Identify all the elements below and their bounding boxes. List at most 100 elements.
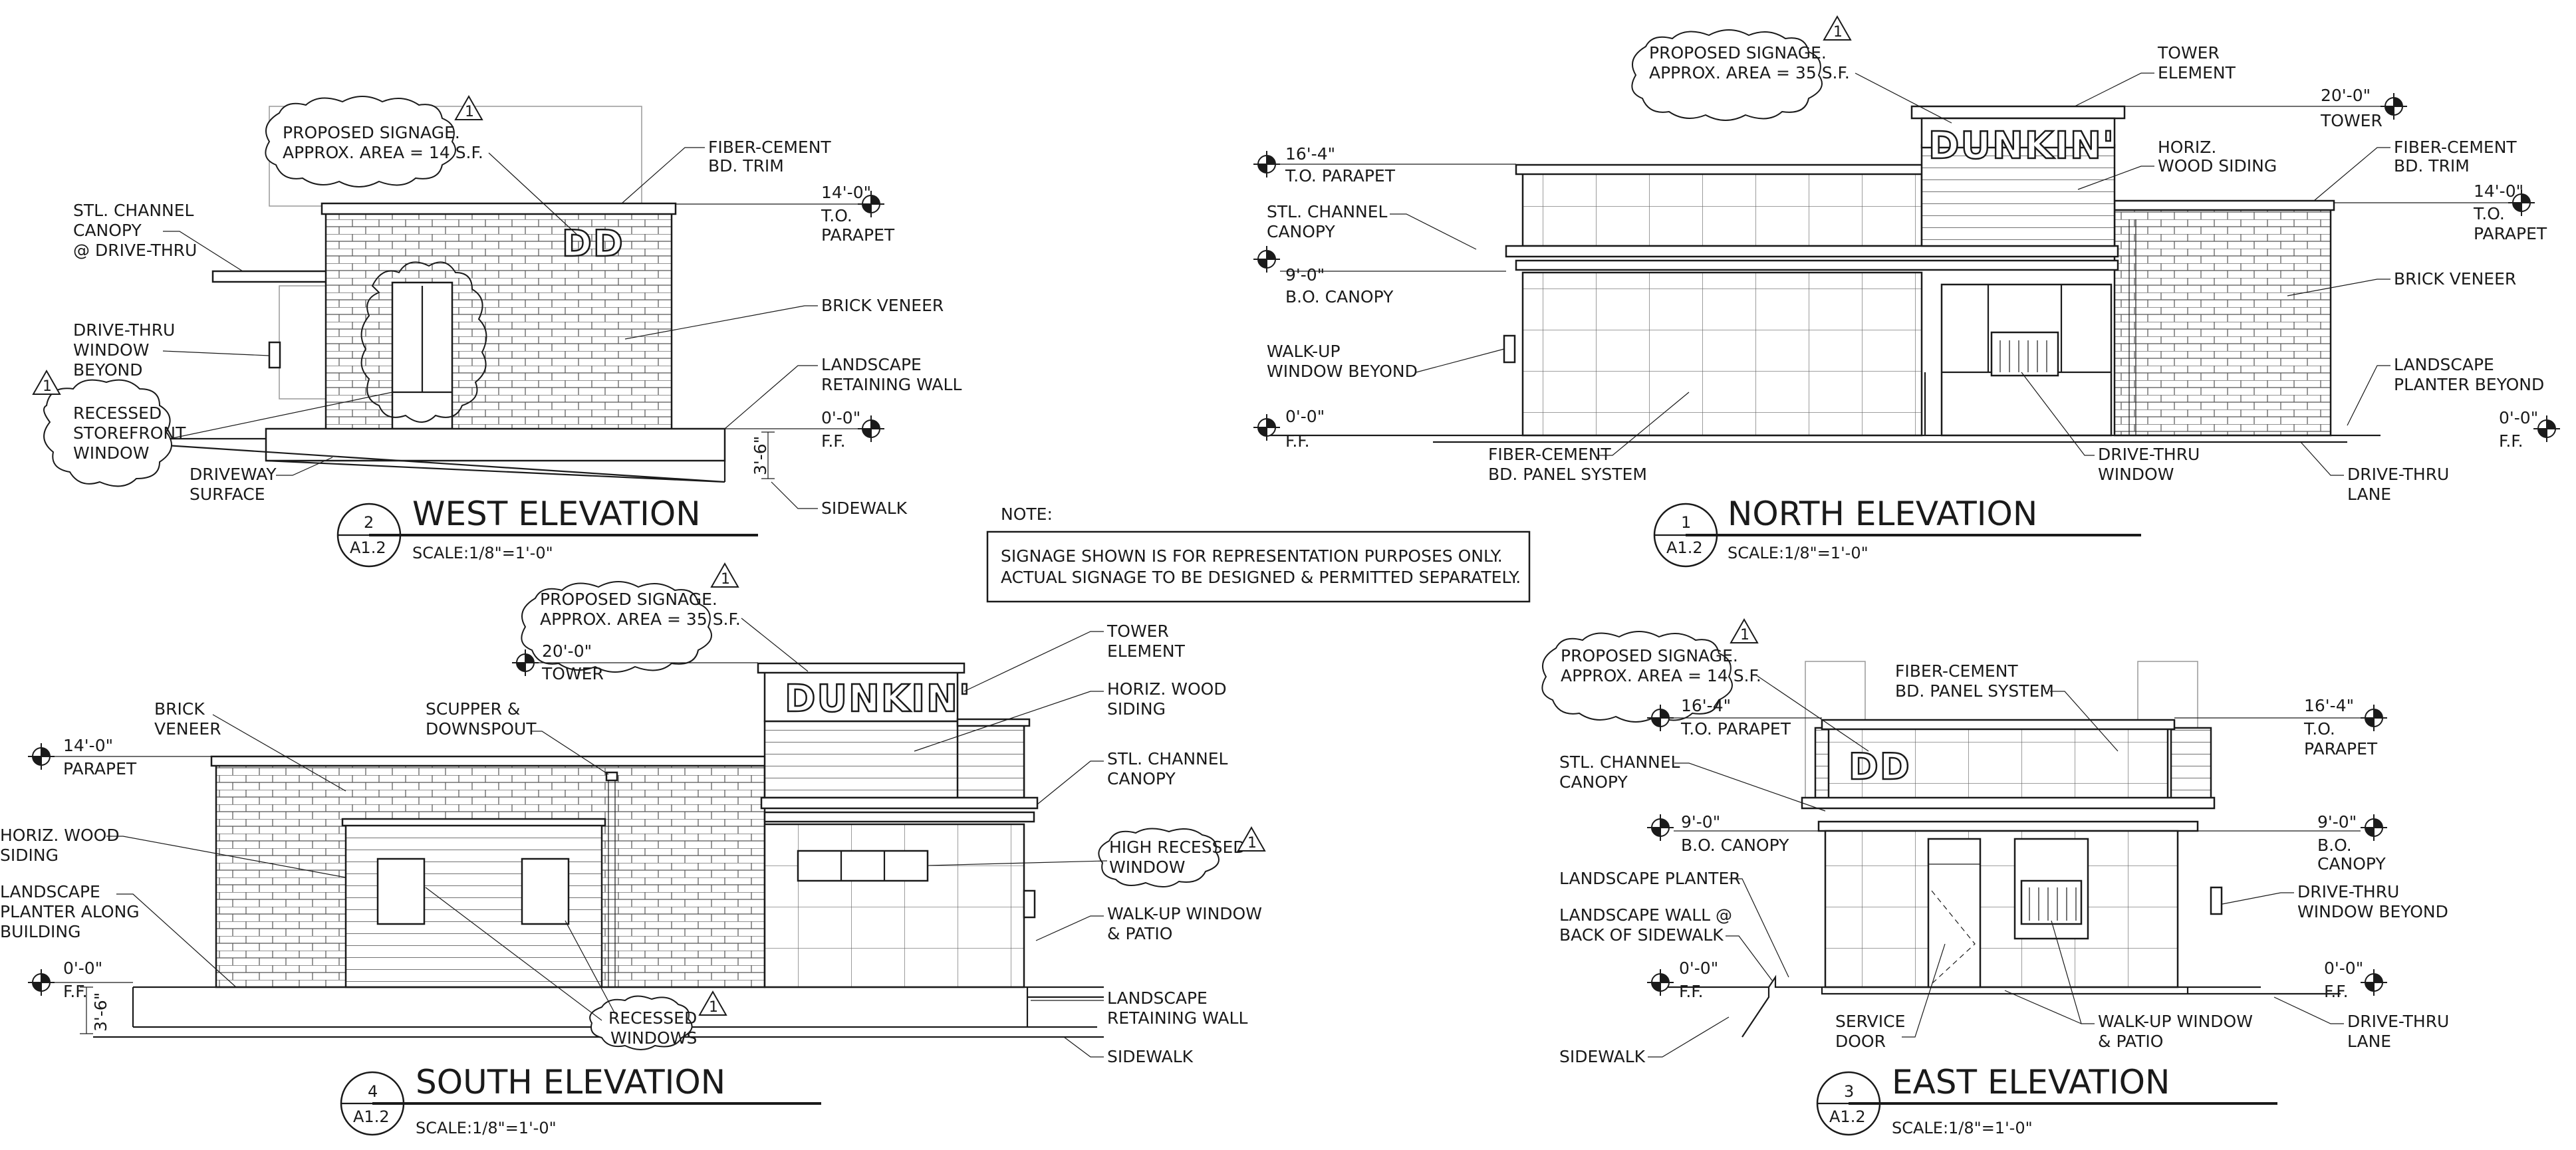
south-parapet-cap — [210, 755, 770, 767]
east-landscape-wall-label-1: LANDSCAPE WALL @ — [1559, 905, 1732, 925]
west-storefront-label-1: RECESSED — [73, 403, 162, 423]
east-elevation: DD PROPOSED SIGNAGE. APPROX. AREA = 14 S… — [1541, 618, 2449, 1137]
south-left-siding-label-1: HORIZ. WOOD — [0, 826, 120, 845]
north-canopy-label-1: STL. CHANNEL — [1267, 202, 1388, 221]
south-scupper-leader — [532, 731, 609, 775]
east-drive-thru-leader — [2222, 892, 2294, 905]
south-left-siding-leader — [106, 836, 346, 878]
south-recessed-windows-revision-triangle — [698, 990, 727, 1016]
north-drive-thru-window-leader — [2021, 372, 2095, 456]
north-tower-label-2: ELEMENT — [2158, 63, 2236, 82]
south-siding-leader — [914, 691, 1104, 752]
south-brick-label-2: VENEER — [154, 719, 221, 739]
west-brick-leader — [624, 305, 818, 340]
east-canopy-label-2: CANOPY — [1559, 772, 1628, 792]
north-drive-thru-window-bars — [1999, 340, 2047, 372]
west-trim-label-2: BD. TRIM — [708, 156, 784, 175]
east-drive-thru-label-2: WINDOW BEYOND — [2297, 902, 2448, 921]
south-high-window-mullions — [840, 851, 886, 881]
east-lower-panel-wall — [1824, 830, 2179, 988]
south-panel-wall — [763, 823, 1025, 988]
west-retaining-wall-label-1: LANDSCAPE — [821, 355, 922, 374]
south-canopy-leader — [1037, 760, 1104, 805]
south-planter-leader — [116, 893, 237, 988]
west-trim-leader — [621, 147, 705, 204]
east-ff-2-dim: 0'-0" — [2324, 959, 2363, 978]
east-panel-leader — [2050, 691, 2119, 752]
south-revision-triangle — [710, 562, 739, 588]
east-landscape-wall-leader — [1726, 935, 1773, 981]
north-siding-leader — [2077, 166, 2154, 190]
north-brick-label: BRICK VENEER — [2394, 269, 2516, 288]
north-drive-thru-window-label-2: WINDOW — [2098, 465, 2174, 484]
west-drive-thru-window — [268, 341, 281, 369]
north-panel-label-1: FIBER-CEMENT — [1488, 445, 1611, 464]
east-parapet-level: T.O. PARAPET — [1680, 719, 1791, 739]
south-siding-label-1: HORIZ. WOOD — [1107, 679, 1227, 699]
south-signage-cloud — [521, 581, 712, 673]
south-left-siding-label-2: SIDING — [0, 846, 59, 865]
west-driveway-label-2: SURFACE — [190, 485, 265, 504]
note-line-2: ACTUAL SIGNAGE TO BE DESIGNED & PERMITTE… — [1001, 568, 1521, 587]
east-revision-triangle — [1730, 618, 1759, 643]
south-tower-sign-band — [763, 670, 959, 723]
south-signage-leader — [741, 618, 809, 672]
west-title-sheet: A1.2 — [350, 538, 386, 557]
west-retaining-wall-label-2: RETAINING WALL — [821, 375, 962, 394]
south-brick-leader — [212, 714, 346, 792]
east-walk-up-window — [2020, 879, 2083, 925]
south-tower-cap — [757, 662, 966, 674]
north-lane-leader — [2300, 441, 2344, 476]
west-signage-label-1: PROPOSED SIGNAGE. — [283, 123, 460, 142]
north-planter-leader — [2347, 365, 2390, 426]
south-curb-dimension-line — [80, 986, 93, 1034]
south-planter-label-3: BUILDING — [0, 922, 80, 941]
north-lane-label-2: LANE — [2347, 485, 2391, 504]
west-storefront-label-3: WINDOW — [73, 443, 149, 463]
south-retaining-wall-label-2: RETAINING WALL — [1107, 1008, 1247, 1028]
east-signage-cloud — [1541, 631, 1733, 723]
north-trim-label-1: FIBER-CEMENT — [2394, 138, 2517, 157]
north-signage-label-2: APPROX. AREA = 35 S.F. — [1649, 63, 1850, 82]
east-walk-up-window-bars — [2029, 887, 2077, 921]
east-bo-canopy-2-level-2: CANOPY — [2317, 854, 2386, 873]
east-walk-up-label-1: WALK-UP WINDOW — [2098, 1012, 2253, 1031]
south-canopy-label-1: STL. CHANNEL — [1107, 749, 1228, 768]
west-signage-cloud — [265, 96, 456, 187]
south-tower-label-1: TOWER — [1106, 622, 1169, 641]
east-ground-line — [1656, 975, 2341, 1038]
west-canopy-beyond — [211, 270, 330, 283]
west-trim-label-1: FIBER-CEMENT — [708, 138, 831, 157]
east-siding-right — [2170, 727, 2212, 802]
north-title-sheet: A1.2 — [1666, 538, 1703, 557]
west-parapet-dim: 14'-0" — [821, 183, 871, 202]
south-scale: SCALE:1/8"=1'-0" — [416, 1119, 557, 1137]
west-canopy-leader — [163, 231, 243, 272]
east-parapet-2-dim: 16'-4" — [2304, 696, 2354, 715]
west-parapet-level-2: PARAPET — [821, 225, 895, 245]
east-service-door-leader — [1902, 943, 1946, 1038]
note-line-1: SIGNAGE SHOWN IS FOR REPRESENTATION PURP… — [1001, 546, 1503, 566]
west-revision-number: 1 — [465, 104, 474, 120]
east-sidewalk-leader — [1648, 1016, 1730, 1058]
west-canopy-label-3: @ DRIVE-THRU — [73, 241, 197, 260]
south-window-left — [376, 858, 426, 925]
west-drive-thru-label-3: BEYOND — [73, 360, 142, 380]
east-bo-canopy-dim: 9'-0" — [1681, 812, 1720, 832]
north-walk-up-window — [1503, 334, 1516, 364]
south-walk-up-label-2: & PATIO — [1107, 924, 1172, 943]
south-tower-dim: 20'-0" — [542, 641, 592, 661]
south-siding-cap — [341, 818, 606, 827]
east-bo-canopy-level: B.O. CANOPY — [1681, 836, 1789, 855]
south-scupper-label-2: DOWNSPOUT — [426, 719, 537, 739]
south-elevation: DUNKIN' PROPOSED SIGNAGE. APPROX. AREA =… — [0, 562, 1266, 1137]
east-walk-up-leader — [2004, 920, 2095, 1024]
north-parapet-2-level: T.O. — [2473, 204, 2505, 223]
west-drive-thru-label-1: DRIVE-THRU — [73, 320, 175, 340]
south-siding-label-2: SIDING — [1107, 699, 1166, 719]
west-ff-level: F.F. — [821, 431, 846, 451]
east-drive-thru-window-beyond — [2210, 886, 2223, 915]
south-high-window-label-2: WINDOW — [1109, 858, 1185, 877]
west-storefront-revision-triangle — [32, 369, 61, 395]
